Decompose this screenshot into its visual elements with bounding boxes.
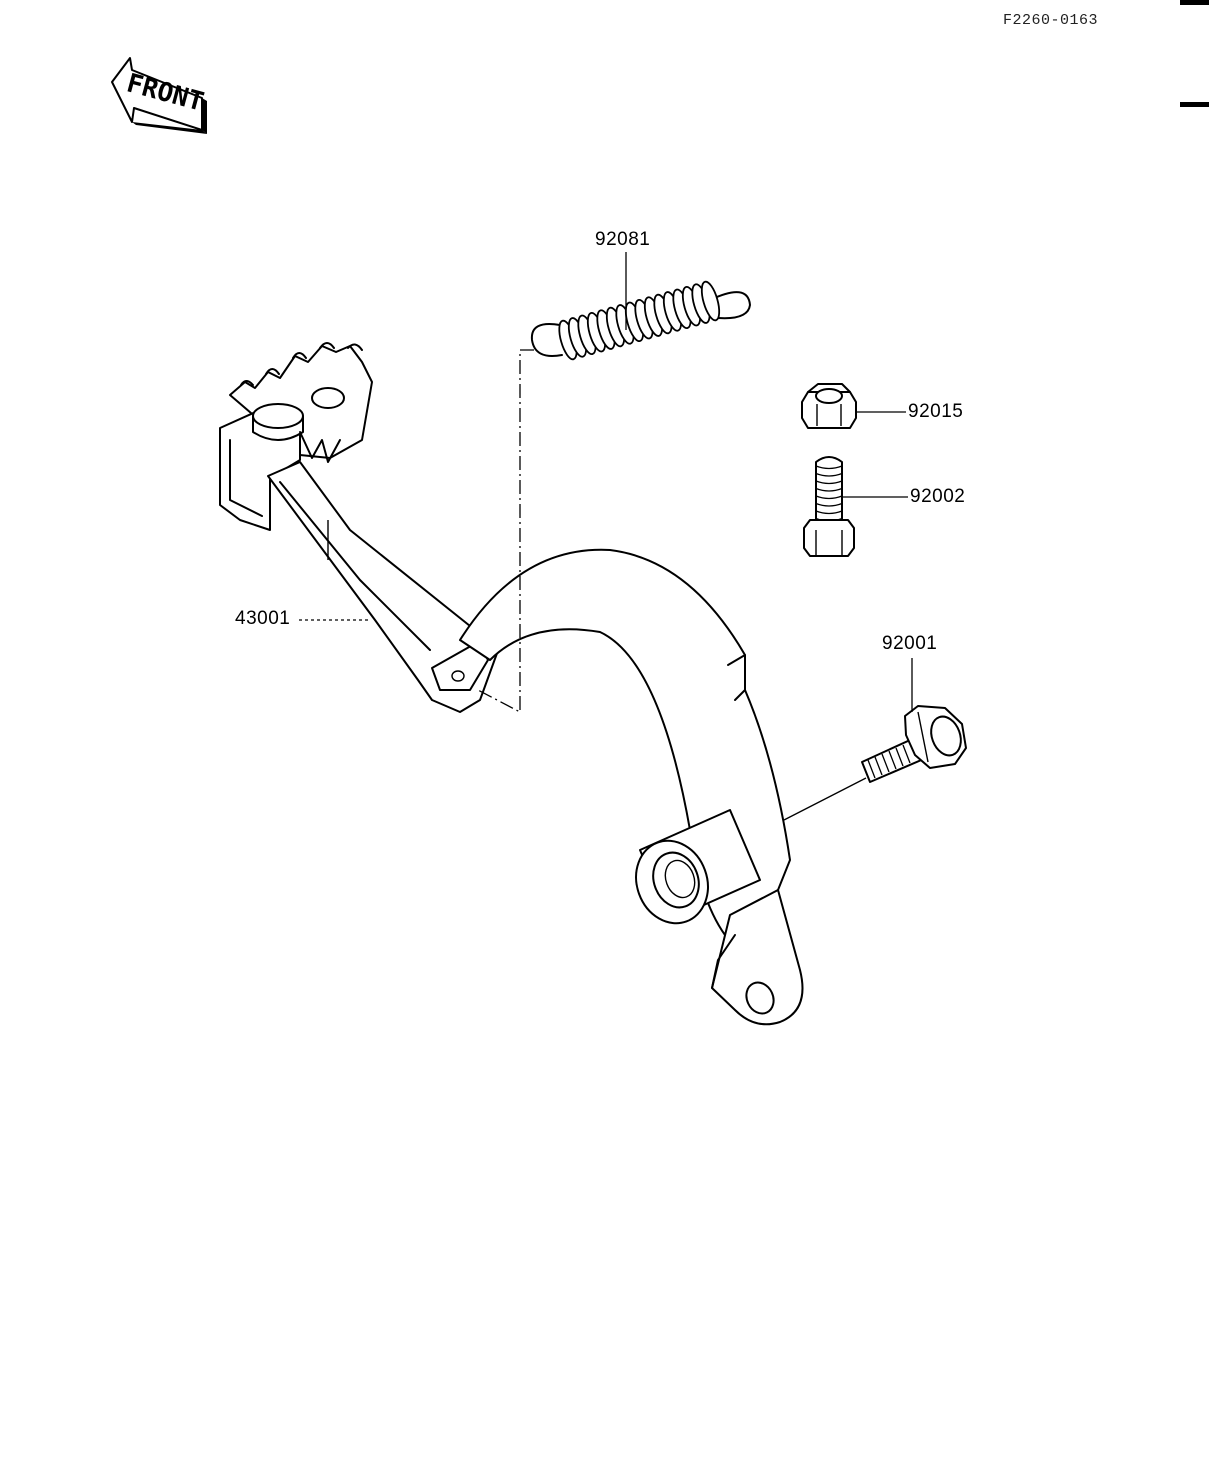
bolt-thread	[815, 480, 843, 485]
part-label-92081: 92081	[595, 229, 651, 250]
bolt-thread	[815, 465, 843, 470]
nut-92015	[801, 383, 857, 429]
edge-tick-middle	[1180, 102, 1209, 107]
bolt-thread	[874, 756, 883, 776]
bolt-thread	[815, 510, 843, 515]
part-label-92001: 92001	[882, 633, 938, 654]
bolt-thread	[815, 495, 843, 500]
bolt-thread	[888, 750, 897, 770]
bolt-92001	[861, 705, 967, 783]
part-label-43001: 43001	[235, 608, 291, 629]
bolt-thread	[895, 747, 904, 767]
brake-pedal-43001	[219, 342, 804, 1026]
spring-alignment-line	[477, 349, 534, 714]
part-label-92002: 92002	[910, 486, 966, 507]
spring-92081	[530, 280, 751, 361]
bolt-thread	[881, 753, 890, 773]
bolt-92002	[803, 456, 855, 557]
bolt-92001-alignment-line	[783, 777, 867, 821]
bolt-thread	[867, 759, 876, 779]
bolt-thread	[815, 487, 843, 492]
bolt-thread	[815, 502, 843, 507]
edge-tick-top	[1180, 0, 1209, 5]
part-label-92015: 92015	[908, 401, 964, 422]
front-arrow-icon: FRONT	[111, 57, 207, 134]
spring-coil	[700, 280, 721, 322]
bolt-thread	[902, 744, 911, 764]
bolt-thread	[815, 472, 843, 477]
drawing-reference-code: F2260-0163	[1003, 12, 1099, 29]
